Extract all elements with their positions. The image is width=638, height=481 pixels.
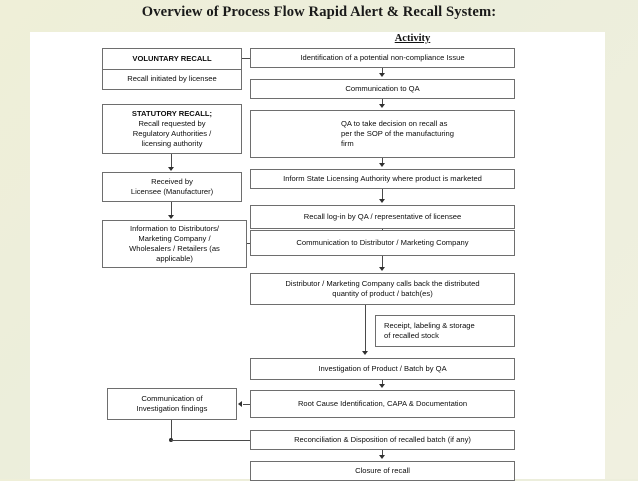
box-identification-noncompliance[interactable]: Identification of a potential non-compli… xyxy=(250,48,515,68)
box-information-to-distributors[interactable]: Information to Distributors/ Marketing C… xyxy=(102,220,247,268)
connector-investigation-to-rootcause xyxy=(382,380,383,386)
arrowhead-identification-to-communication-qa xyxy=(379,73,385,77)
statutory-recall-label: STATUTORY RECALL; Recall requested by Re… xyxy=(107,109,237,149)
arrowhead-reconciliation-to-closure xyxy=(379,455,385,459)
receipt-line-2: of recalled stock xyxy=(384,331,439,340)
info-line-3: Wholesalers / Retailers (as xyxy=(129,244,220,253)
closure-label: Closure of recall xyxy=(355,465,410,475)
box-communication-investigation-findings[interactable]: Communication of Investigation findings xyxy=(107,388,237,420)
arrowhead-rootcause-to-findings xyxy=(238,401,242,407)
box-recall-login[interactable]: Recall log-in by QA / representative of … xyxy=(250,205,515,229)
box-investigation-of-product[interactable]: Investigation of Product / Batch by QA xyxy=(250,358,515,380)
arrowhead-received-to-information xyxy=(168,215,174,219)
received-line-2: Licensee (Manufacturer) xyxy=(130,187,214,196)
identification-label: Identification of a potential non-compli… xyxy=(300,52,465,62)
investigation-label: Investigation of Product / Batch by QA xyxy=(318,363,447,373)
box-statutory-recall[interactable]: STATUTORY RECALL; Recall requested by Re… xyxy=(102,104,242,154)
statutory-line-1: STATUTORY RECALL; xyxy=(131,108,213,118)
statutory-line-3: Regulatory Authorities / xyxy=(132,129,212,138)
connector-findings-to-reconciliation xyxy=(171,440,271,441)
connector-findings-down xyxy=(171,420,172,440)
root-cause-label: Root Cause Identification, CAPA & Docume… xyxy=(297,398,468,408)
findings-line-1: Communication of xyxy=(141,393,203,403)
connector-inform-to-recall-login xyxy=(382,189,383,201)
box-communication-to-qa[interactable]: Communication to QA xyxy=(250,79,515,99)
communication-qa-label: Communication to QA xyxy=(345,83,420,93)
voluntary-recall-body-label: Recall initiated by licensee xyxy=(127,74,217,84)
box-qa-decision[interactable]: QA to take decision on recall as per the… xyxy=(250,110,515,158)
flowchart-panel: Activity VOLUNTARY RECALL Recall initiat… xyxy=(30,32,605,481)
connector-reconciliation-to-closure xyxy=(382,450,383,457)
connector-communication-qa-to-decision xyxy=(382,99,383,106)
received-by-label: Received by Licensee (Manufacturer) xyxy=(107,177,237,197)
info-line-2: Marketing Company / xyxy=(138,233,211,243)
info-line-1: Information to Distributors/ xyxy=(129,223,220,233)
received-line-1: Received by xyxy=(151,176,193,186)
connector-identification-to-communication-qa xyxy=(382,68,383,75)
arrowhead-inform-to-recall-login xyxy=(379,199,385,203)
reconciliation-label: Reconciliation & Disposition of recalled… xyxy=(294,434,471,444)
statutory-line-2: Recall requested by xyxy=(138,118,206,128)
box-voluntary-recall-body[interactable]: Recall initiated by licensee xyxy=(102,69,242,90)
box-calls-back-distributed-quantity[interactable]: Distributor / Marketing Company calls ba… xyxy=(250,273,515,305)
column-header-activity: Activity xyxy=(394,33,431,44)
findings-line-2: Investigation findings xyxy=(136,404,208,413)
arrowhead-distributor-to-callback xyxy=(379,267,385,271)
receipt-line-1: Receipt, labeling & storage xyxy=(384,320,475,330)
information-distributors-label: Information to Distributors/ Marketing C… xyxy=(107,224,242,264)
receipt-storage-label: Receipt, labeling & storage of recalled … xyxy=(384,321,510,341)
recall-login-label: Recall log-in by QA / representative of … xyxy=(303,211,462,221)
communication-findings-label: Communication of Investigation findings xyxy=(112,394,232,414)
calls-back-label: Distributor / Marketing Company calls ba… xyxy=(255,279,510,299)
connector-statutory-to-received xyxy=(171,154,172,170)
statutory-line-4: licensing authority xyxy=(141,139,203,149)
connector-qa-decision-to-inform xyxy=(382,158,383,165)
box-inform-state-licensing[interactable]: Inform State Licensing Authority where p… xyxy=(250,169,515,189)
box-root-cause-capa[interactable]: Root Cause Identification, CAPA & Docume… xyxy=(250,390,515,418)
info-line-4: applicable) xyxy=(156,254,193,264)
box-closure-of-recall[interactable]: Closure of recall xyxy=(250,461,515,481)
connector-distributor-to-callback xyxy=(382,256,383,269)
arrowhead-statutory-to-received xyxy=(168,167,174,171)
box-communication-to-distributor[interactable]: Communication to Distributor / Marketing… xyxy=(250,230,515,256)
box-received-by-licensee[interactable]: Received by Licensee (Manufacturer) xyxy=(102,172,242,202)
communication-distributor-label: Communication to Distributor / Marketing… xyxy=(296,237,469,247)
box-reconciliation-disposition[interactable]: Reconciliation & Disposition of recalled… xyxy=(250,430,515,450)
connector-received-to-information xyxy=(171,202,172,218)
arrowhead-callback-to-investigation xyxy=(362,351,368,355)
arrowhead-investigation-to-rootcause xyxy=(379,384,385,388)
box-voluntary-recall-heading[interactable]: VOLUNTARY RECALL xyxy=(102,48,242,69)
calls-back-line-1: Distributor / Marketing Company calls ba… xyxy=(285,278,480,288)
arrowhead-communication-qa-to-decision xyxy=(379,104,385,108)
qa-decision-line-3: firm xyxy=(341,139,354,149)
qa-decision-line-2: per the SOP of the manufacturing xyxy=(341,128,454,138)
inform-state-label: Inform State Licensing Authority where p… xyxy=(283,173,482,183)
qa-decision-label: QA to take decision on recall as per the… xyxy=(341,119,510,149)
calls-back-line-2: quantity of product / batch(es) xyxy=(332,289,433,298)
voluntary-recall-heading-label: VOLUNTARY RECALL xyxy=(132,53,212,63)
connector-callback-to-investigation xyxy=(365,305,366,353)
box-receipt-labeling-storage[interactable]: Receipt, labeling & storage of recalled … xyxy=(375,315,515,347)
page-title: Overview of Process Flow Rapid Alert & R… xyxy=(141,4,497,20)
arrowhead-qa-decision-to-inform xyxy=(379,163,385,167)
qa-decision-line-1: QA to take decision on recall as xyxy=(341,118,448,128)
